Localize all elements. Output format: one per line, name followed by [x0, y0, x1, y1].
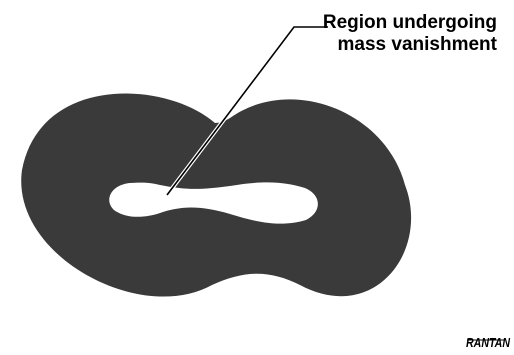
callout-line-1: Region undergoing: [323, 12, 497, 33]
peanut-shaped-body: [21, 94, 411, 297]
callout-line-2: mass vanishment: [338, 34, 498, 55]
logo-text: RANTAN: [466, 335, 510, 350]
rantan-logo: RANTAN: [466, 335, 510, 350]
